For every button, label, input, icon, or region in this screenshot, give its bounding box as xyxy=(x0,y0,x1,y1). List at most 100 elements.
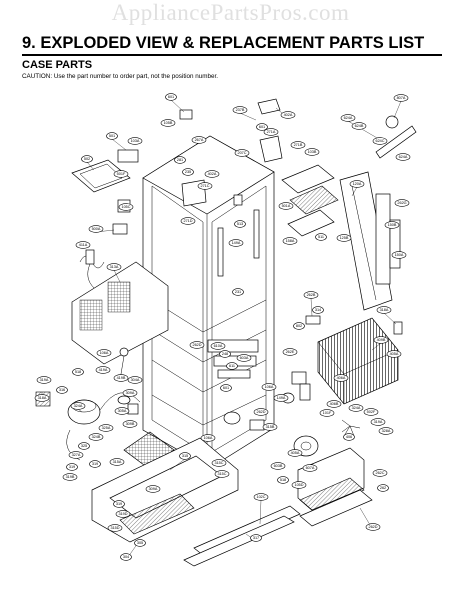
evaporator xyxy=(317,317,399,405)
callout-319a: 319A xyxy=(36,376,52,384)
callout-105d: 105D xyxy=(291,481,307,489)
watermark: AppliancePartsPros.com xyxy=(111,0,350,25)
svg-text:106A: 106A xyxy=(100,351,109,355)
callout-405a: 405A xyxy=(386,350,402,358)
svg-text:120A: 120A xyxy=(353,182,362,186)
svg-text:313A: 313A xyxy=(110,265,119,269)
callout-406: 406 xyxy=(343,433,355,441)
callout-labels: 601105B237B402A807A624A624B271A601271B10… xyxy=(34,93,411,561)
svg-text:105D: 105D xyxy=(294,483,303,487)
svg-text:309A: 309A xyxy=(126,391,135,395)
svg-text:150A: 150A xyxy=(395,253,404,257)
svg-text:262D: 262D xyxy=(368,525,377,529)
svg-text:271B: 271B xyxy=(294,143,303,147)
callout-802: 802 xyxy=(293,322,305,330)
svg-text:262D: 262D xyxy=(192,343,201,347)
callout-328a: 328A xyxy=(378,427,394,435)
callout-406a: 406A xyxy=(333,374,349,382)
callout-624a: 624A xyxy=(340,114,356,122)
callout-315c: 315C xyxy=(211,459,227,467)
svg-text:207C: 207C xyxy=(237,151,246,155)
callout-624c: 624C xyxy=(372,137,388,145)
callout-501f: 501F xyxy=(113,170,129,178)
callout-318a: 318A xyxy=(376,306,392,314)
svg-text:611: 611 xyxy=(229,364,235,368)
svg-text:624A: 624A xyxy=(344,116,353,120)
svg-text:319: 319 xyxy=(69,465,75,469)
caution-note: CAUTION: Use the part number to order pa… xyxy=(22,73,218,80)
callout-317: 317 xyxy=(250,534,262,542)
rear-panel xyxy=(71,255,169,365)
svg-text:267A: 267A xyxy=(195,138,204,142)
callout-601: 601 xyxy=(220,384,232,392)
callout-501a: 501A xyxy=(278,202,294,210)
svg-text:149A: 149A xyxy=(232,241,241,245)
callout-149a: 149A xyxy=(228,239,244,247)
svg-text:105C: 105C xyxy=(121,205,130,209)
callout-406b: 406B xyxy=(326,400,342,408)
callout-120a: 120A xyxy=(349,180,365,188)
callout-315: 315 xyxy=(179,452,191,460)
svg-text:106A: 106A xyxy=(265,385,274,389)
callout-603a: 603A xyxy=(236,354,252,362)
svg-text:314: 314 xyxy=(315,308,321,312)
svg-text:328A: 328A xyxy=(382,429,391,433)
callout-502: 502 xyxy=(81,155,93,163)
callout-305a: 305A xyxy=(114,407,130,415)
callout-262d: 262D xyxy=(253,408,269,416)
svg-text:125B: 125B xyxy=(340,236,349,240)
callout-158a: 158A xyxy=(282,237,298,245)
callout-304: 304 xyxy=(120,553,132,561)
callout-305: 305 xyxy=(134,539,146,547)
callout-262e: 262E xyxy=(282,348,298,356)
callout-411a: 411A xyxy=(75,241,91,249)
svg-text:405A: 405A xyxy=(390,352,399,356)
svg-text:103A: 103A xyxy=(131,139,140,143)
svg-text:316: 316 xyxy=(59,388,65,392)
svg-text:248: 248 xyxy=(222,352,228,356)
svg-text:105B: 105B xyxy=(164,121,173,125)
callout-150b: 150B xyxy=(384,221,400,229)
callout-262d: 262D xyxy=(189,341,205,349)
svg-text:319B: 319B xyxy=(66,475,75,479)
callout-324b: 324B xyxy=(88,433,104,441)
svg-text:305: 305 xyxy=(137,541,143,545)
svg-text:315C: 315C xyxy=(217,472,226,476)
svg-text:624B: 624B xyxy=(355,124,364,128)
svg-text:324B: 324B xyxy=(92,435,101,439)
svg-text:304: 304 xyxy=(123,555,129,559)
svg-text:315D: 315D xyxy=(110,526,119,530)
svg-text:158A: 158A xyxy=(286,239,295,243)
callout-309a: 309A xyxy=(122,389,138,397)
callout-315a: 315A xyxy=(109,458,125,466)
svg-text:271A: 271A xyxy=(267,130,276,134)
callout-402a: 402A xyxy=(280,111,296,119)
svg-text:603A: 603A xyxy=(240,356,249,360)
callout-309a: 309A xyxy=(145,485,161,493)
svg-text:419A: 419A xyxy=(99,368,108,372)
svg-text:402A: 402A xyxy=(284,113,293,117)
svg-text:309A: 309A xyxy=(149,487,158,491)
callout-409b: 409B xyxy=(373,336,389,344)
svg-text:305A: 305A xyxy=(118,409,127,413)
callout-611: 611 xyxy=(226,362,238,370)
callout-262c: 262C xyxy=(372,469,388,477)
svg-text:309B: 309B xyxy=(126,422,135,426)
svg-text:409B: 409B xyxy=(377,338,386,342)
svg-text:411A: 411A xyxy=(79,243,88,247)
callout-315d: 315D xyxy=(107,524,123,532)
svg-text:601: 601 xyxy=(168,95,174,99)
fan-assembly xyxy=(223,392,373,527)
callout-402a: 402A xyxy=(204,170,220,178)
callout-315b: 315B xyxy=(262,423,278,431)
callout-324a: 324A xyxy=(70,402,86,410)
callout-603b: 603B xyxy=(270,462,286,470)
svg-text:402A: 402A xyxy=(208,172,217,176)
svg-text:624A: 624A xyxy=(399,155,408,159)
callout-314: 314 xyxy=(312,306,324,314)
svg-text:262B: 262B xyxy=(307,293,316,297)
callout-262g: 262G xyxy=(394,199,410,207)
svg-text:271D: 271D xyxy=(183,219,192,223)
svg-text:511: 511 xyxy=(318,235,324,239)
